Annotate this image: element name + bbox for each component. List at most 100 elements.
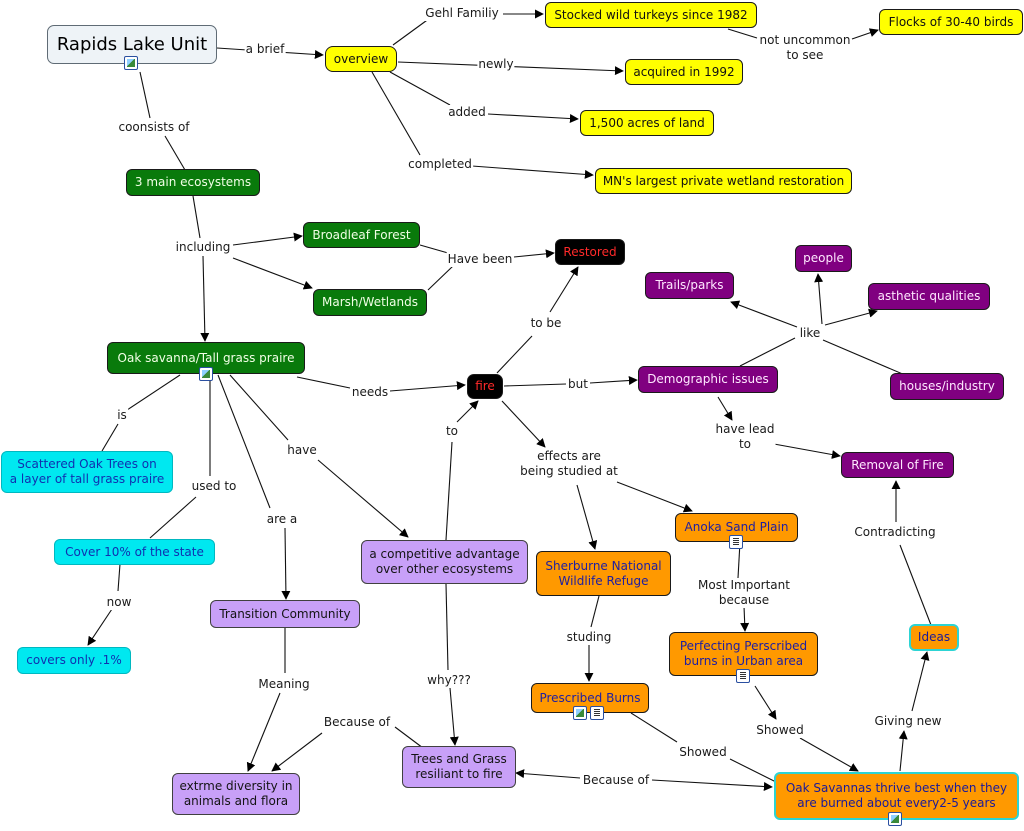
edge-effects xyxy=(576,484,598,550)
document-attachment-icon[interactable] xyxy=(590,706,604,720)
link-label-gehl-family: Gehl Familiy xyxy=(424,6,500,21)
node-stocked-turkeys[interactable]: Stocked wild turkeys since 1982 xyxy=(545,2,757,28)
image-attachment-icon[interactable] xyxy=(573,706,587,720)
node-label: Trees and Grass resiliant to fire xyxy=(411,752,507,781)
node-acquired[interactable]: acquired in 1992 xyxy=(625,59,743,85)
node-label: Trails/parks xyxy=(655,278,724,292)
edge-consists xyxy=(164,135,186,171)
image-attachment-icon[interactable] xyxy=(199,367,213,381)
node-label: Anoka Sand Plain xyxy=(684,520,789,534)
edge-including xyxy=(232,232,303,246)
link-label-to-be: to be xyxy=(529,316,563,331)
node-sherburne[interactable]: Sherburne National Wildlife Refuge xyxy=(536,551,671,596)
node-mn-largest[interactable]: MN's largest private wetland restoration xyxy=(595,168,852,194)
link-label-giving-new: Giving new xyxy=(873,714,943,729)
node-three-ecosystems[interactable]: 3 main ecosystems xyxy=(126,169,260,196)
node-restored[interactable]: Restored xyxy=(555,239,625,265)
edge-contradicting xyxy=(899,544,932,626)
node-competitive-advantage[interactable]: a competitive advantage over other ecosy… xyxy=(361,540,528,584)
link-label-are-a: are a xyxy=(265,512,299,527)
node-label: Restored xyxy=(563,244,617,259)
node-trees-grass[interactable]: Trees and Grass resiliant to fire xyxy=(402,746,516,788)
edge-like xyxy=(814,273,824,325)
edge-giving-new xyxy=(911,651,930,712)
link-label-most-important: Most Important because xyxy=(697,578,791,608)
edge-like xyxy=(824,308,878,326)
edge-to xyxy=(456,400,479,423)
link-label-now: now xyxy=(105,595,133,610)
node-label: Flocks of 30-40 birds xyxy=(888,14,1014,29)
edge-giving-new xyxy=(898,730,908,772)
node-extreme-diversity[interactable]: extrme diversity in animals and flora xyxy=(172,773,300,815)
edge-are-a xyxy=(281,527,291,600)
node-acres[interactable]: 1,500 acres of land xyxy=(580,110,714,136)
edge-because-of-2 xyxy=(515,769,581,779)
edge-showed-1 xyxy=(754,685,777,720)
link-label-meaning: Meaning xyxy=(257,677,311,692)
image-attachment-icon[interactable] xyxy=(124,56,138,70)
link-label-like: like xyxy=(798,326,822,341)
node-label: MN's largest private wetland restoration xyxy=(602,173,845,188)
node-transition-community[interactable]: Transition Community xyxy=(210,600,360,628)
image-attachment-icon[interactable] xyxy=(888,812,902,826)
node-label: Cover 10% of the state xyxy=(65,544,204,559)
edge-including xyxy=(200,255,210,342)
edge-why xyxy=(449,687,459,746)
document-attachment-icon[interactable] xyxy=(729,535,743,549)
link-label-to: to xyxy=(444,424,460,439)
edge-needs xyxy=(389,381,466,392)
edge-including xyxy=(192,195,201,239)
link-label-newly: newly xyxy=(477,57,515,72)
link-label-but: but xyxy=(567,377,589,392)
edge-now xyxy=(87,608,113,646)
node-label: covers only .1% xyxy=(26,653,122,667)
edge-why xyxy=(445,583,449,671)
node-flocks[interactable]: Flocks of 30-40 birds xyxy=(879,9,1023,35)
node-label: 3 main ecosystems xyxy=(134,175,252,189)
edge-not-uncommon xyxy=(727,28,758,39)
edge-showed-1 xyxy=(799,737,859,772)
node-broadleaf-forest[interactable]: Broadleaf Forest xyxy=(303,222,420,248)
link-label-is: is xyxy=(116,408,128,423)
edge-consists xyxy=(139,71,151,119)
node-houses-industry[interactable]: houses/industry xyxy=(890,373,1004,400)
edge-gehl xyxy=(392,17,431,46)
node-fire[interactable]: fire xyxy=(467,374,503,399)
edge-have-lead xyxy=(762,441,841,459)
edge-have xyxy=(317,459,409,538)
edge-are-a xyxy=(217,374,271,509)
edge-most-important xyxy=(740,605,750,632)
edge-to-be xyxy=(549,266,579,313)
edge-like xyxy=(739,337,796,367)
node-label: 1,500 acres of land xyxy=(589,115,705,130)
node-label: Scattered Oak Trees on a layer of tall g… xyxy=(9,457,165,486)
edge-have-been xyxy=(427,265,454,291)
node-label: extrme diversity in animals and flora xyxy=(179,779,293,808)
edge-but xyxy=(503,383,567,387)
node-anoka[interactable]: Anoka Sand Plain xyxy=(675,513,798,542)
link-label-not-uncommon: not uncommon to see xyxy=(758,33,852,63)
node-marsh-wetlands[interactable]: Marsh/Wetlands xyxy=(313,289,427,316)
link-label-needs: needs xyxy=(350,385,390,400)
document-attachment-icon[interactable] xyxy=(736,669,750,683)
edge-because-of-1 xyxy=(271,732,323,772)
node-perfecting[interactable]: Perfecting Perscribed burns in Urban are… xyxy=(669,632,818,676)
node-removal-of-fire[interactable]: Removal of Fire xyxy=(841,452,954,478)
node-covers-1[interactable]: covers only .1% xyxy=(17,647,131,674)
node-label: Demographic issues xyxy=(647,372,769,386)
node-scattered-oak[interactable]: Scattered Oak Trees on a layer of tall g… xyxy=(1,451,173,493)
link-label-studing: studing xyxy=(565,630,613,645)
edge-is xyxy=(126,374,181,411)
node-trails-parks[interactable]: Trails/parks xyxy=(645,272,734,299)
node-label: Oak Savannas thrive best when they are b… xyxy=(785,781,1008,810)
node-label: fire xyxy=(475,379,495,393)
node-people[interactable]: people xyxy=(795,245,852,272)
node-demographic-issues[interactable]: Demographic issues xyxy=(638,366,778,393)
edge-have xyxy=(229,374,289,441)
node-asthetic[interactable]: asthetic qualities xyxy=(868,283,990,310)
node-overview[interactable]: overview xyxy=(325,46,397,72)
node-ideas[interactable]: Ideas xyxy=(909,624,959,651)
edge-not-uncommon xyxy=(851,28,879,40)
node-cover-10[interactable]: Cover 10% of the state xyxy=(54,539,215,565)
